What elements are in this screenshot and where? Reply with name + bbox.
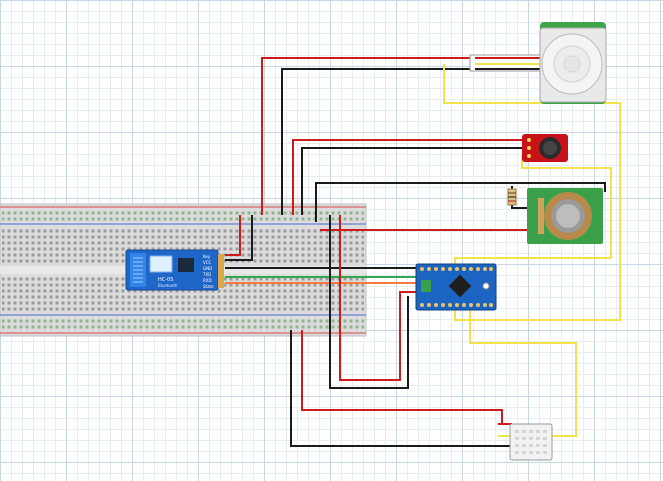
- sound-sensor[interactable]: [522, 134, 568, 162]
- wire-dht-gnd[interactable]: [290, 330, 502, 447]
- wire-pir-gnd[interactable]: [281, 68, 542, 215]
- mcu-chip-icon: [448, 274, 472, 298]
- breadboard-top-rail: [2, 210, 364, 222]
- wire-pir-signal[interactable]: [443, 64, 621, 321]
- wires: [225, 57, 621, 447]
- wire-gas-gnd[interactable]: [315, 182, 606, 222]
- breadboard: [0, 203, 367, 337]
- bt-pin-label: VCC: [203, 260, 212, 265]
- wire-dht-vcc[interactable]: [301, 330, 503, 424]
- bt-module-name: HC-05: [158, 277, 173, 283]
- bt-pin-label: Key: [203, 254, 211, 259]
- bt-chip-icon: [178, 258, 194, 272]
- breadboard-bottom-rail: [2, 318, 364, 330]
- bt-pin-label: GND: [203, 266, 212, 271]
- wire-pir-vcc[interactable]: [261, 57, 542, 215]
- arduino-pro-mini[interactable]: [415, 263, 497, 311]
- dht-sensor[interactable]: [498, 423, 553, 461]
- bt-module-sub: Bluetooth: [158, 283, 178, 288]
- bt-pin-label: RXD: [203, 278, 212, 283]
- pir-motion-sensor[interactable]: [469, 22, 607, 104]
- dht-grille-icon: [515, 430, 547, 454]
- wire-arduino-gnd[interactable]: [329, 215, 409, 389]
- wire-bt-vcc[interactable]: [225, 215, 241, 256]
- bt-pin-label: TXD: [202, 272, 211, 277]
- wire-sound-gnd[interactable]: [301, 147, 522, 215]
- bluetooth-module[interactable]: HC-05 Bluetooth Key VCC GND TXD RXD Stat…: [125, 249, 224, 291]
- wire-arduino-vcc[interactable]: [339, 215, 420, 381]
- wire-dht-signal[interactable]: [469, 297, 577, 437]
- wire-sound-signal[interactable]: [454, 155, 612, 268]
- wire-sound-vcc[interactable]: [292, 139, 522, 215]
- wire-bt-gnd[interactable]: [225, 215, 253, 261]
- bt-pin-label: State: [203, 284, 214, 289]
- gas-sensor[interactable]: [507, 188, 603, 244]
